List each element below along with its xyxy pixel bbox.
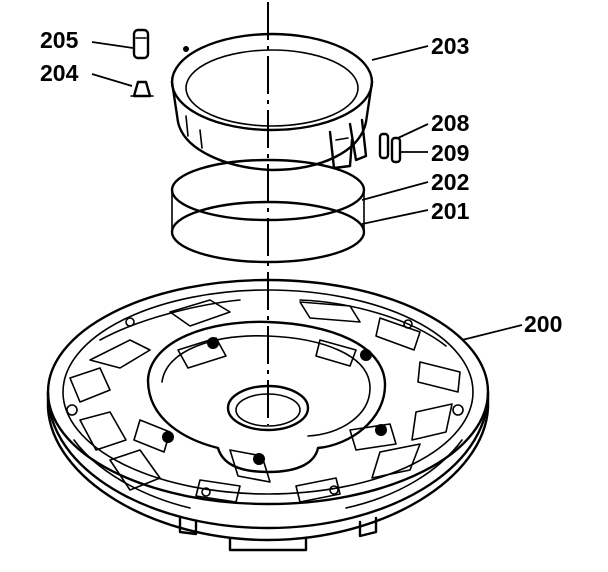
callout-203: 203 xyxy=(431,33,469,59)
pin-209 xyxy=(390,136,402,164)
callout-200: 200 xyxy=(524,311,562,337)
callout-204: 204 xyxy=(40,60,79,86)
seal-ring-202 xyxy=(170,158,366,233)
callout-202: 202 xyxy=(431,169,469,195)
callout-208: 208 xyxy=(431,110,470,136)
pump-body-200 xyxy=(46,278,490,552)
cover-ring-203 xyxy=(170,32,374,172)
leader-lines xyxy=(91,41,523,341)
pin-208 xyxy=(378,132,390,160)
cap-204 xyxy=(130,80,154,98)
callout-209: 209 xyxy=(431,140,469,166)
callout-labels: 205 204 203 208 209 202 201 200 xyxy=(40,27,562,337)
callout-201: 201 xyxy=(431,198,470,224)
callout-205: 205 xyxy=(40,27,79,53)
pin-205 xyxy=(132,28,150,60)
